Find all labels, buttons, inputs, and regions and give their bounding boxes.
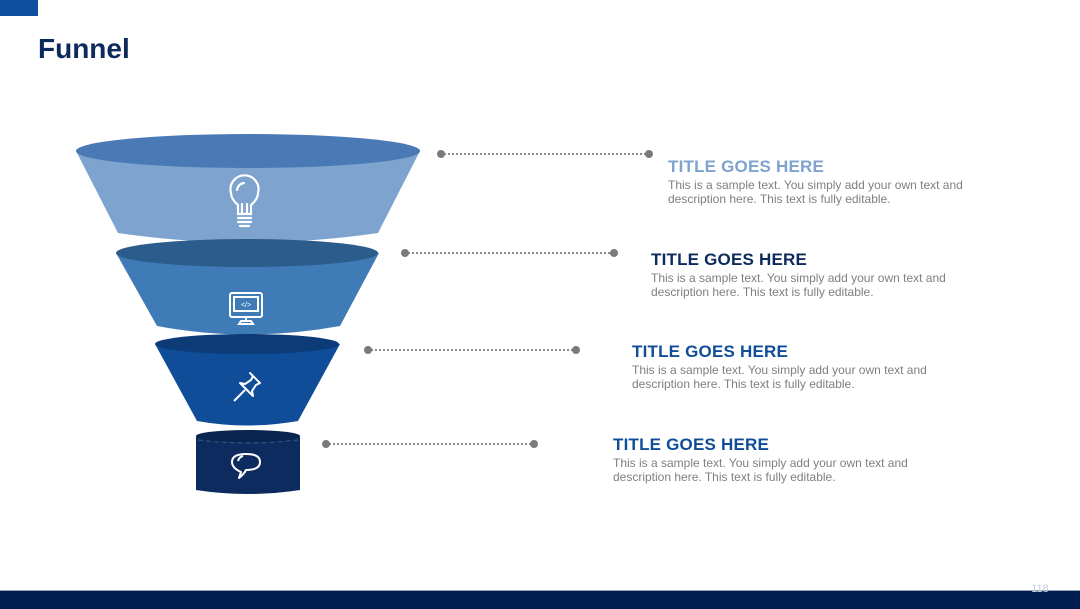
dotted-line <box>326 443 534 445</box>
page-number: 118 <box>1031 583 1049 595</box>
connector-dot-end <box>572 346 580 354</box>
item-title: TITLE GOES HERE <box>668 157 825 176</box>
connector-2 <box>401 249 618 257</box>
connector-dot-end <box>610 249 618 257</box>
funnel-item-3: TITLE GOES HERE This is a sample text. Y… <box>632 342 962 392</box>
connector-1 <box>437 150 653 158</box>
corner-accent-tab <box>0 0 38 16</box>
item-title: TITLE GOES HERE <box>613 435 770 454</box>
item-description: This is a sample text. You simply add yo… <box>651 271 946 299</box>
funnel-item-1: TITLE GOES HERE This is a sample text. Y… <box>668 157 998 207</box>
item-title: TITLE GOES HERE <box>632 342 789 361</box>
dotted-line <box>368 349 576 351</box>
connector-dot-start <box>322 440 330 448</box>
connector-dot-end <box>530 440 538 448</box>
connector-dot-start <box>401 249 409 257</box>
dotted-line <box>441 153 649 155</box>
svg-text:</>: </> <box>241 302 251 309</box>
funnel-stage-4 <box>196 430 300 494</box>
connector-dot-end <box>645 150 653 158</box>
item-title: TITLE GOES HERE <box>651 250 808 269</box>
funnel-item-2: TITLE GOES HERE This is a sample text. Y… <box>651 250 981 300</box>
connector-3 <box>364 346 580 354</box>
funnel-stage-1 <box>76 134 420 243</box>
item-description: This is a sample text. You simply add yo… <box>632 363 927 391</box>
connector-4 <box>322 440 538 448</box>
pushpin-icon <box>233 372 261 402</box>
footer-bar <box>0 590 1080 609</box>
funnel-stage-3 <box>155 334 340 426</box>
connector-dot-start <box>364 346 372 354</box>
funnel-item-4: TITLE GOES HERE This is a sample text. Y… <box>613 435 943 485</box>
page-title: Funnel <box>38 33 130 64</box>
lightbulb-icon <box>229 174 260 228</box>
connector-dot-start <box>437 150 445 158</box>
speech-bubble-icon <box>231 453 261 479</box>
dotted-line <box>405 252 614 254</box>
monitor-code-icon: </> <box>229 292 263 325</box>
funnel-stage-2: </> <box>116 239 379 335</box>
item-description: This is a sample text. You simply add yo… <box>668 178 963 206</box>
item-description: This is a sample text. You simply add yo… <box>613 456 908 484</box>
